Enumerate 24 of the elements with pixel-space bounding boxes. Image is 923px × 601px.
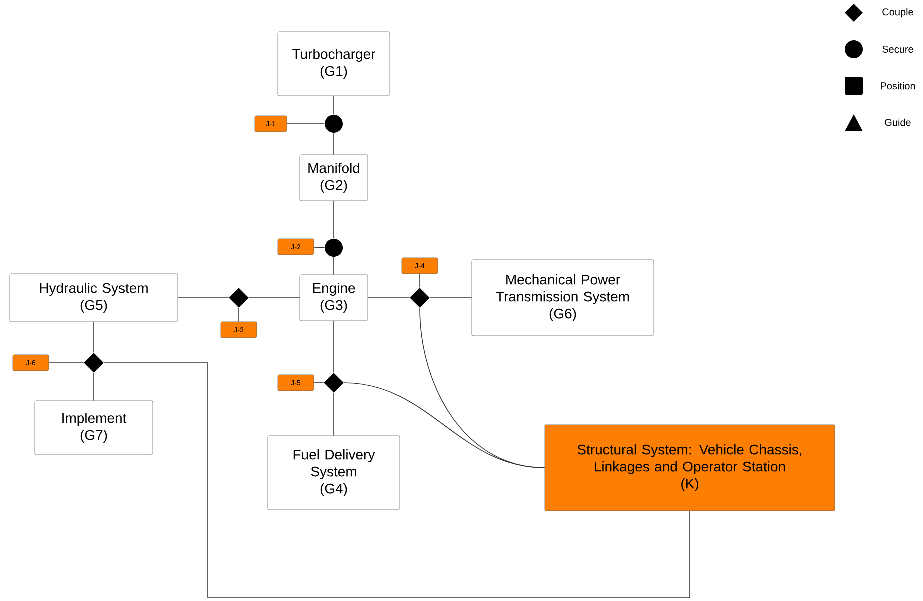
joint-circle bbox=[325, 239, 343, 257]
joint-diamond bbox=[229, 288, 249, 308]
system-box: Hydraulic System (G5) bbox=[10, 274, 178, 322]
system-box: Turbocharger (G1) bbox=[278, 32, 390, 96]
legend-label: Secure bbox=[882, 46, 914, 54]
joint-diamond bbox=[324, 373, 344, 393]
leader-line bbox=[238, 308, 240, 322]
leader-line bbox=[314, 382, 324, 384]
system-box: Engine (G3) bbox=[300, 274, 368, 322]
connector-line bbox=[344, 382, 546, 468]
leader-line bbox=[314, 247, 326, 248]
system-box: Implement (G7) bbox=[34, 400, 154, 456]
legend-label: Guide bbox=[885, 118, 911, 126]
joint-circle bbox=[325, 115, 343, 133]
system-box: Fuel Delivery System (G4) bbox=[268, 436, 400, 510]
legend-label: Position bbox=[881, 82, 916, 90]
legend-label: Couple bbox=[882, 8, 914, 18]
joint-diamond bbox=[84, 353, 104, 373]
system-box: Structural System: Vehicle Chassis, Linkages and Operator Station (K) bbox=[544, 424, 836, 512]
system-box: Mechanical Power Transmission System (G6) bbox=[472, 260, 654, 336]
connector-line bbox=[104, 362, 690, 598]
system-box: Manifold (G2) bbox=[300, 154, 368, 202]
leader-line bbox=[48, 362, 84, 364]
joint-diamond bbox=[410, 288, 430, 308]
